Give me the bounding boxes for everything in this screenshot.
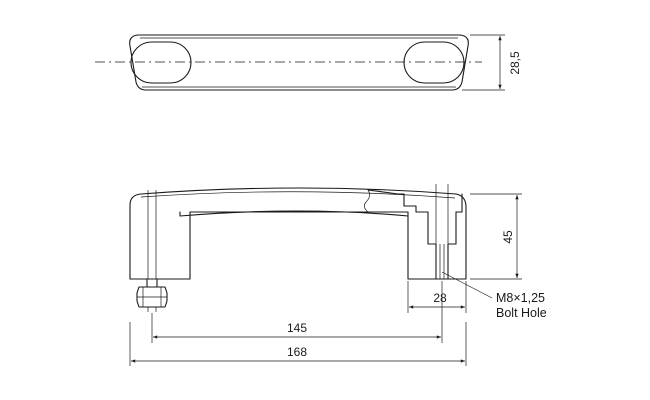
- dim-hole-spacing: 145: [287, 321, 307, 335]
- dim-foot-width: 28: [433, 291, 447, 305]
- section-break-line: [364, 189, 370, 213]
- right-foot-section: [367, 189, 463, 280]
- dim-side-height: 45: [501, 230, 515, 244]
- side-view: 45 28 M8×1,25 Bolt Hole 145 168: [129, 184, 547, 366]
- top-view-inner-edge: [140, 37, 458, 88]
- bolt-nut: [136, 278, 168, 312]
- dim-overall-length: 168: [287, 345, 307, 359]
- side-view-underside: [179, 210, 409, 217]
- note-bolt-hole: Bolt Hole: [496, 306, 547, 320]
- side-view-outline: [129, 187, 467, 280]
- dim-top-height: 28,5: [508, 51, 522, 75]
- top-view: 28,5: [95, 34, 522, 91]
- top-view-slot-right: [403, 41, 465, 84]
- top-view-outline: [129, 34, 469, 91]
- top-view-slot-left: [130, 41, 192, 84]
- note-thread-size: M8×1,25: [496, 291, 545, 305]
- side-view-top-edge: [140, 191, 456, 199]
- bolt-hole-leader: [441, 271, 493, 299]
